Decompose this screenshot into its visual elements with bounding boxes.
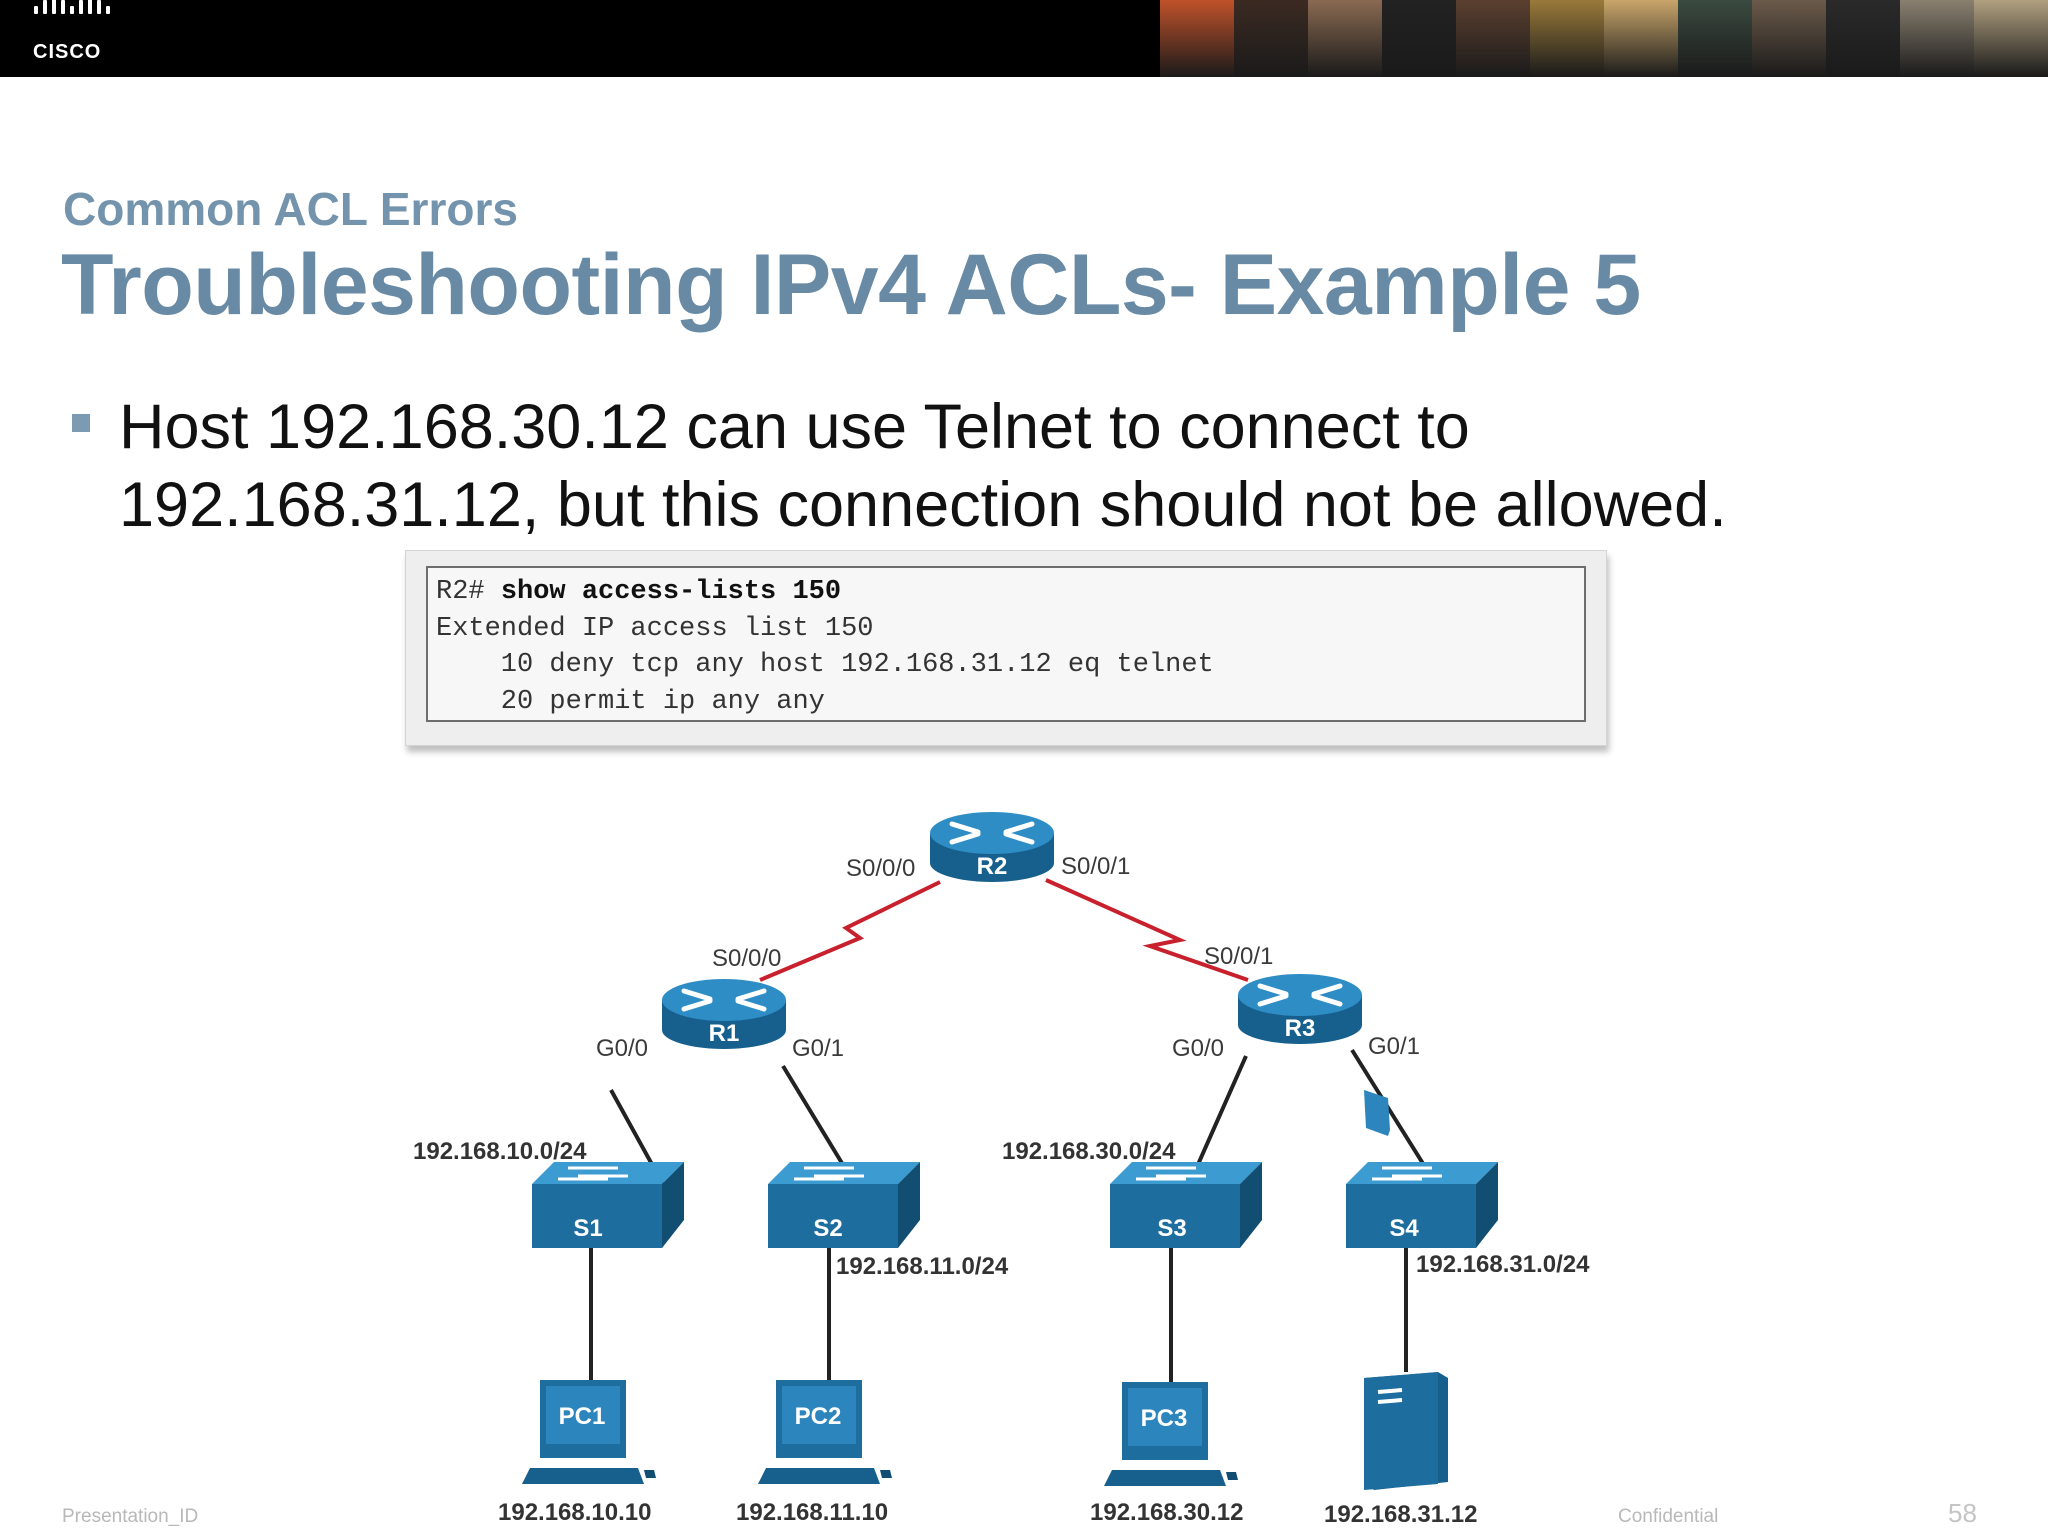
router-r2-label: R2 (977, 853, 1008, 880)
footer-presentation-id: Presentation_ID (62, 1506, 199, 1527)
switch-s3-label: S3 (1157, 1215, 1186, 1242)
router-r3-label: R3 (1285, 1015, 1316, 1042)
bullet-line-1: Host 192.168.30.12 can use Telnet to con… (119, 392, 1470, 462)
r3-g00-label: G0/0 (1172, 1035, 1224, 1062)
cisco-logo: CISCO (30, 0, 130, 64)
r1-s000-label: S0/0/0 (712, 945, 781, 972)
switch-s1-label: S1 (573, 1215, 602, 1242)
footer-confidential: Confidential (1618, 1506, 1719, 1527)
switch-s2: S2 (766, 1160, 922, 1250)
pc-pc3: PC3 (1104, 1382, 1238, 1486)
network-11-label: 192.168.11.0/24 (836, 1253, 1009, 1280)
switch-s2-label: S2 (813, 1215, 842, 1242)
cli-output-panel: R2# show access-lists 150 Extended IP ac… (426, 566, 1586, 722)
r3-s001-label: S0/0/1 (1204, 943, 1273, 970)
acl-cone-icon (1364, 1090, 1390, 1136)
pc-pc1: PC1 (522, 1380, 656, 1484)
switch-s4: S4 (1344, 1160, 1500, 1250)
network-30-label: 192.168.30.0/24 (1002, 1138, 1176, 1165)
server-ip-label: 192.168.31.12 (1324, 1501, 1477, 1528)
cli-line-1: R2# show access-lists 150 (436, 574, 1576, 611)
footer-page-number: 58 (1948, 1498, 1977, 1528)
header-photo-tile (1974, 0, 2048, 77)
header-photo-tile (1234, 0, 1308, 77)
link-r3-s3 (1190, 1055, 1248, 1179)
serial-link-r2-r1 (759, 880, 941, 982)
header-bar: CISCO (0, 0, 2048, 77)
pc-pc2: PC2 (758, 1380, 892, 1484)
header-photo-tile (1678, 0, 1752, 77)
header-photo-tile (1752, 0, 1826, 77)
bullet-square-icon (72, 414, 90, 432)
header-photo-tile (1160, 0, 1234, 77)
cli-command: show access-lists 150 (500, 577, 842, 607)
router-r3: R3 (1238, 974, 1362, 1044)
slide-title: Troubleshooting IPv4 ACLs- Example 5 (61, 237, 1641, 333)
cli-output-box: R2# show access-lists 150 Extended IP ac… (405, 550, 1607, 746)
header-photo-strip (1160, 0, 2048, 77)
cli-line-4: 20 permit ip any any (436, 686, 825, 717)
header-photo-tile (1826, 0, 1900, 77)
header-photo-tile (1530, 0, 1604, 77)
slide-subtitle: Common ACL Errors (63, 183, 518, 235)
pc2-ip-label: 192.168.11.10 (736, 1499, 888, 1526)
network-31-label: 192.168.31.0/24 (1416, 1251, 1590, 1278)
switch-s3: S3 (1108, 1160, 1264, 1250)
link-r1-s2 (781, 1064, 853, 1180)
header-photo-tile (1900, 0, 1974, 77)
cli-prompt: R2# (436, 577, 501, 607)
pc3-label: PC3 (1141, 1405, 1188, 1432)
header-photo-tile (1382, 0, 1456, 77)
router-r2: R2 (930, 812, 1054, 882)
cli-line-3: 10 deny tcp any host 192.168.31.12 eq te… (436, 650, 1214, 680)
server-icon (1364, 1372, 1448, 1490)
header-photo-tile (1456, 0, 1530, 77)
cli-line-2: Extended IP access list 150 (436, 613, 874, 644)
pc3-ip-label: 192.168.30.12 (1090, 1499, 1243, 1526)
network-10-label: 192.168.10.0/24 (413, 1138, 587, 1165)
switch-s1: S1 (530, 1160, 686, 1250)
cisco-logo-text: CISCO (33, 41, 102, 63)
header-photo-tile (1308, 0, 1382, 77)
switch-s4-label: S4 (1389, 1215, 1419, 1242)
bullet-text: Host 192.168.30.12 can use Telnet to con… (119, 388, 1979, 544)
r3-g01-label: G0/1 (1368, 1033, 1420, 1060)
header-photo-tile (1604, 0, 1678, 77)
pc1-ip-label: 192.168.10.10 (498, 1499, 651, 1526)
bullet-line-2: 192.168.31.12, but this connection shoul… (119, 470, 1727, 540)
serial-link-r2-r3 (1045, 878, 1249, 982)
r2-s001-label: S0/0/1 (1061, 853, 1130, 880)
r1-g00-label: G0/0 (596, 1035, 648, 1062)
pc2-label: PC2 (795, 1403, 842, 1430)
r2-s000-label: S0/0/0 (846, 855, 915, 882)
link-r3-s4 (1350, 1048, 1434, 1180)
r1-g01-label: G0/1 (792, 1035, 844, 1062)
router-r1-label: R1 (709, 1020, 740, 1047)
pc1-label: PC1 (559, 1403, 606, 1430)
router-r1: R1 (662, 979, 786, 1049)
